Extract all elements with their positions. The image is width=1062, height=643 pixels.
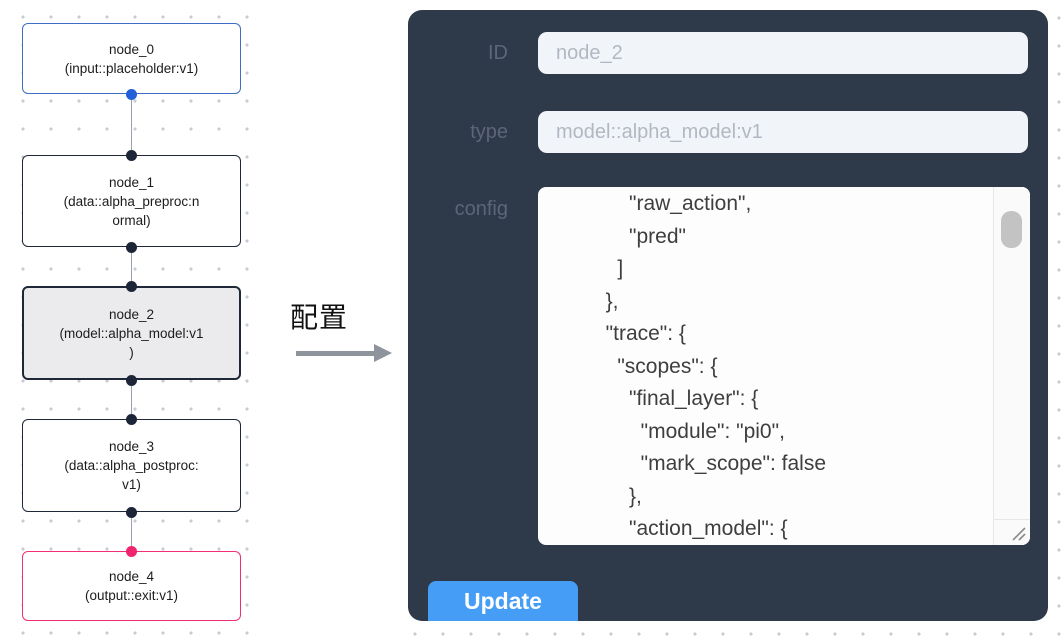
port-node_2-output[interactable] xyxy=(126,374,137,386)
port-node_1-input[interactable] xyxy=(126,149,137,161)
graph-node-node_4[interactable]: node_4 (output::exit:v1) xyxy=(22,551,241,621)
graph-node-node_1[interactable]: node_1 (data::alpha_preproc:n ormal) xyxy=(22,155,241,247)
port-node_2-input[interactable] xyxy=(126,280,137,292)
port-node_1-output[interactable] xyxy=(126,241,137,253)
config-textarea[interactable]: "raw_action", "pred" ] }, "trace": { "sc… xyxy=(538,187,1030,545)
type-input[interactable] xyxy=(538,111,1028,153)
graph-canvas[interactable]: node_0 (input::placeholder:v1) node_1 (d… xyxy=(0,0,266,643)
panel-backdrop: ID type config "raw_action", "pred" ] },… xyxy=(390,0,1062,643)
resize-handle-icon[interactable] xyxy=(1009,524,1027,542)
graph-node-node_2-selected[interactable]: node_2 (model::alpha_model:v1 ) xyxy=(22,286,241,380)
update-button[interactable]: Update xyxy=(428,581,578,621)
config-scrollbar[interactable] xyxy=(993,187,1030,519)
port-node_0-output[interactable] xyxy=(126,89,137,100)
config-json-text[interactable]: "raw_action", "pred" ] }, "trace": { "sc… xyxy=(605,192,826,540)
port-node_3-input[interactable] xyxy=(126,413,137,425)
config-scrollbar-thumb[interactable] xyxy=(1001,211,1022,248)
port-node_4-input[interactable] xyxy=(126,545,137,557)
right-arrow-icon xyxy=(290,344,393,362)
config-annotation-label: 配置 xyxy=(290,302,349,333)
config-annotation: 配置 xyxy=(290,296,405,362)
edge-node0-node1 xyxy=(130,94,132,155)
graph-node-node_0[interactable]: node_0 (input::placeholder:v1) xyxy=(22,23,241,94)
type-field-label: type xyxy=(470,121,508,143)
config-field-label: config xyxy=(454,198,508,220)
graph-node-node_3[interactable]: node_3 (data::alpha_postproc: v1) xyxy=(22,419,241,512)
edge-node1-node2 xyxy=(130,247,132,286)
id-field-label: ID xyxy=(488,42,508,64)
id-input[interactable] xyxy=(538,32,1028,74)
edge-node2-node3 xyxy=(130,380,132,419)
edge-node3-node4 xyxy=(130,512,132,551)
node-config-panel: ID type config "raw_action", "pred" ] },… xyxy=(408,10,1048,621)
scrollbar-corner xyxy=(993,519,1030,545)
port-node_3-output[interactable] xyxy=(126,506,137,518)
